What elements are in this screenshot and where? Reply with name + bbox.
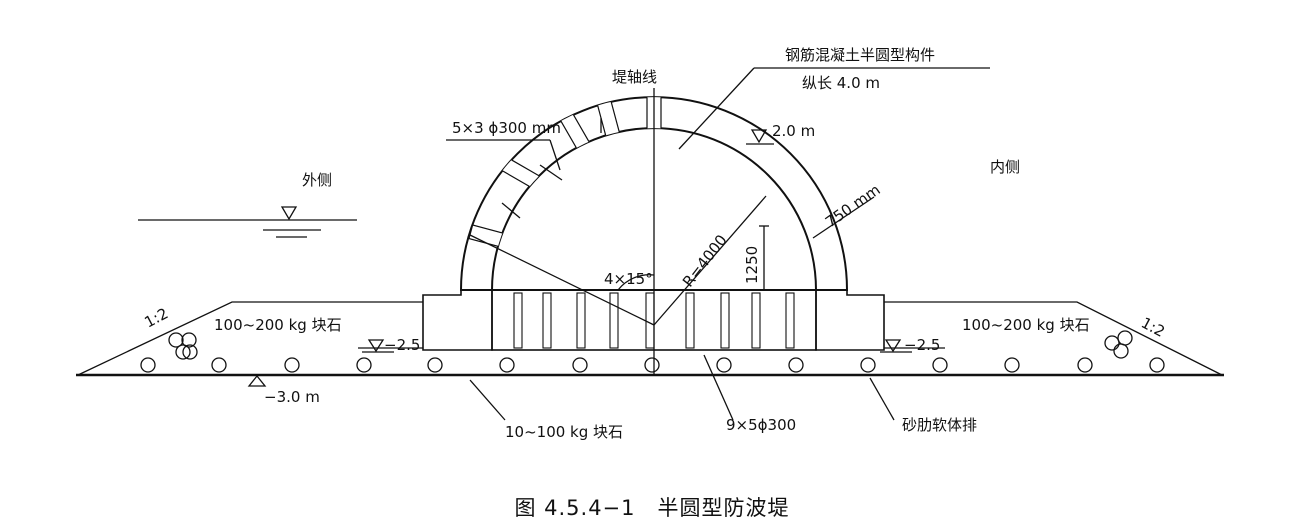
level-marker-left <box>367 339 385 353</box>
label-holes-arch: 5×3 ϕ300 mm <box>452 119 561 137</box>
label-stone-right: 100~200 kg 块石 <box>962 316 1090 334</box>
label-level-right: −2.5 <box>904 336 940 354</box>
label-holes-base: 9×5ϕ300 <box>726 416 796 434</box>
label-member: 钢筋混凝土半圆型构件 <box>785 46 935 64</box>
figure-caption: 图 4.5.4−1 半圆型防波堤 <box>514 496 789 520</box>
label-slope-right: 1:2 <box>1138 314 1168 341</box>
construction-lines <box>469 88 875 375</box>
label-level-bottom: −3.0 m <box>264 388 320 406</box>
label-height: 1250 <box>743 246 761 284</box>
label-angle: 4×15° <box>604 270 653 288</box>
level-marker-bottom <box>247 374 267 387</box>
stone-circles <box>140 330 1165 373</box>
label-level-top: 2.0 m <box>772 122 815 140</box>
label-stone-left: 100~200 kg 块石 <box>214 316 342 334</box>
leader-lines <box>446 67 990 421</box>
label-thickness: 750 mm <box>822 181 884 232</box>
label-bed-stone: 10~100 kg 块石 <box>505 423 623 441</box>
level-markers <box>247 129 912 387</box>
label-outer: 外侧 <box>302 171 332 189</box>
label-level-left: −2.5 <box>384 336 420 354</box>
water-level-marker <box>280 206 298 221</box>
label-length: 纵长 4.0 m <box>802 74 880 92</box>
label-mattress: 砂肋软体排 <box>902 416 977 434</box>
level-marker-top <box>750 129 768 144</box>
water-surface <box>138 206 357 238</box>
label-slope-left: 1:2 <box>141 304 171 331</box>
label-radius: R=4000 <box>679 231 731 290</box>
label-inner: 内侧 <box>990 158 1020 176</box>
label-axis: 堤轴线 <box>612 68 657 86</box>
level-marker-right <box>884 339 902 353</box>
